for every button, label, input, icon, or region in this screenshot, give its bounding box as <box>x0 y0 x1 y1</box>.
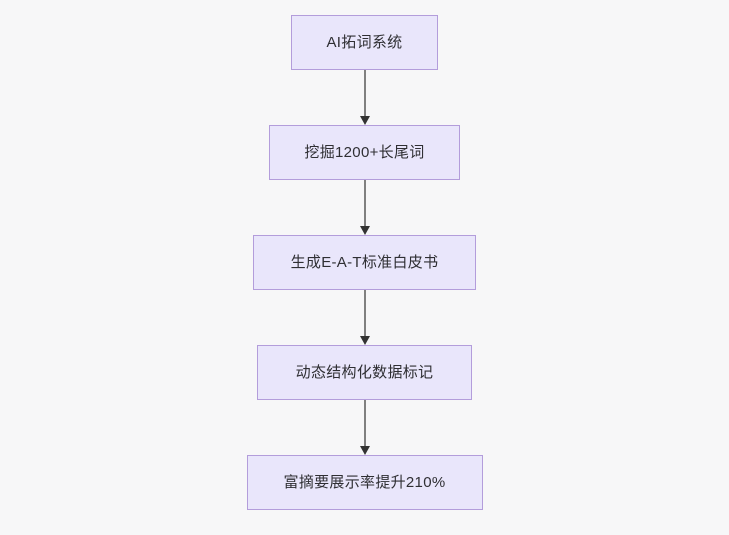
edge-line <box>363 180 366 227</box>
flow-node-dynamic-structured-data-markup[interactable]: 动态结构化数据标记 <box>257 345 472 400</box>
flow-node-label: 生成E-A-T标准白皮书 <box>290 254 439 271</box>
flow-node-generate-eat-whitepaper[interactable]: 生成E-A-T标准白皮书 <box>253 235 476 290</box>
arrow-down-icon <box>359 446 370 455</box>
flow-node-ai-keyword-system[interactable]: AI拓词系统 <box>291 15 438 70</box>
flow-node-label: 动态结构化数据标记 <box>295 364 434 381</box>
flow-node-mine-longtail-keywords[interactable]: 挖掘1200+长尾词 <box>269 125 460 180</box>
flow-node-label: 挖掘1200+长尾词 <box>304 144 425 161</box>
flow-edge-1-arrow <box>359 70 371 125</box>
flow-edge-2-arrow <box>359 180 371 235</box>
edge-line <box>363 290 366 337</box>
arrow-down-icon <box>359 116 370 125</box>
flow-node-rich-snippet-impression-uplift[interactable]: 富摘要展示率提升210% <box>246 455 483 510</box>
arrow-down-icon <box>359 336 370 345</box>
flow-node-label: 富摘要展示率提升210% <box>283 474 446 491</box>
flow-edge-3-arrow <box>359 290 371 345</box>
flow-node-label: AI拓词系统 <box>326 34 403 51</box>
edge-line <box>363 70 366 117</box>
flow-edge-4-arrow <box>359 400 371 455</box>
arrow-down-icon <box>359 226 370 235</box>
edge-line <box>363 400 366 447</box>
